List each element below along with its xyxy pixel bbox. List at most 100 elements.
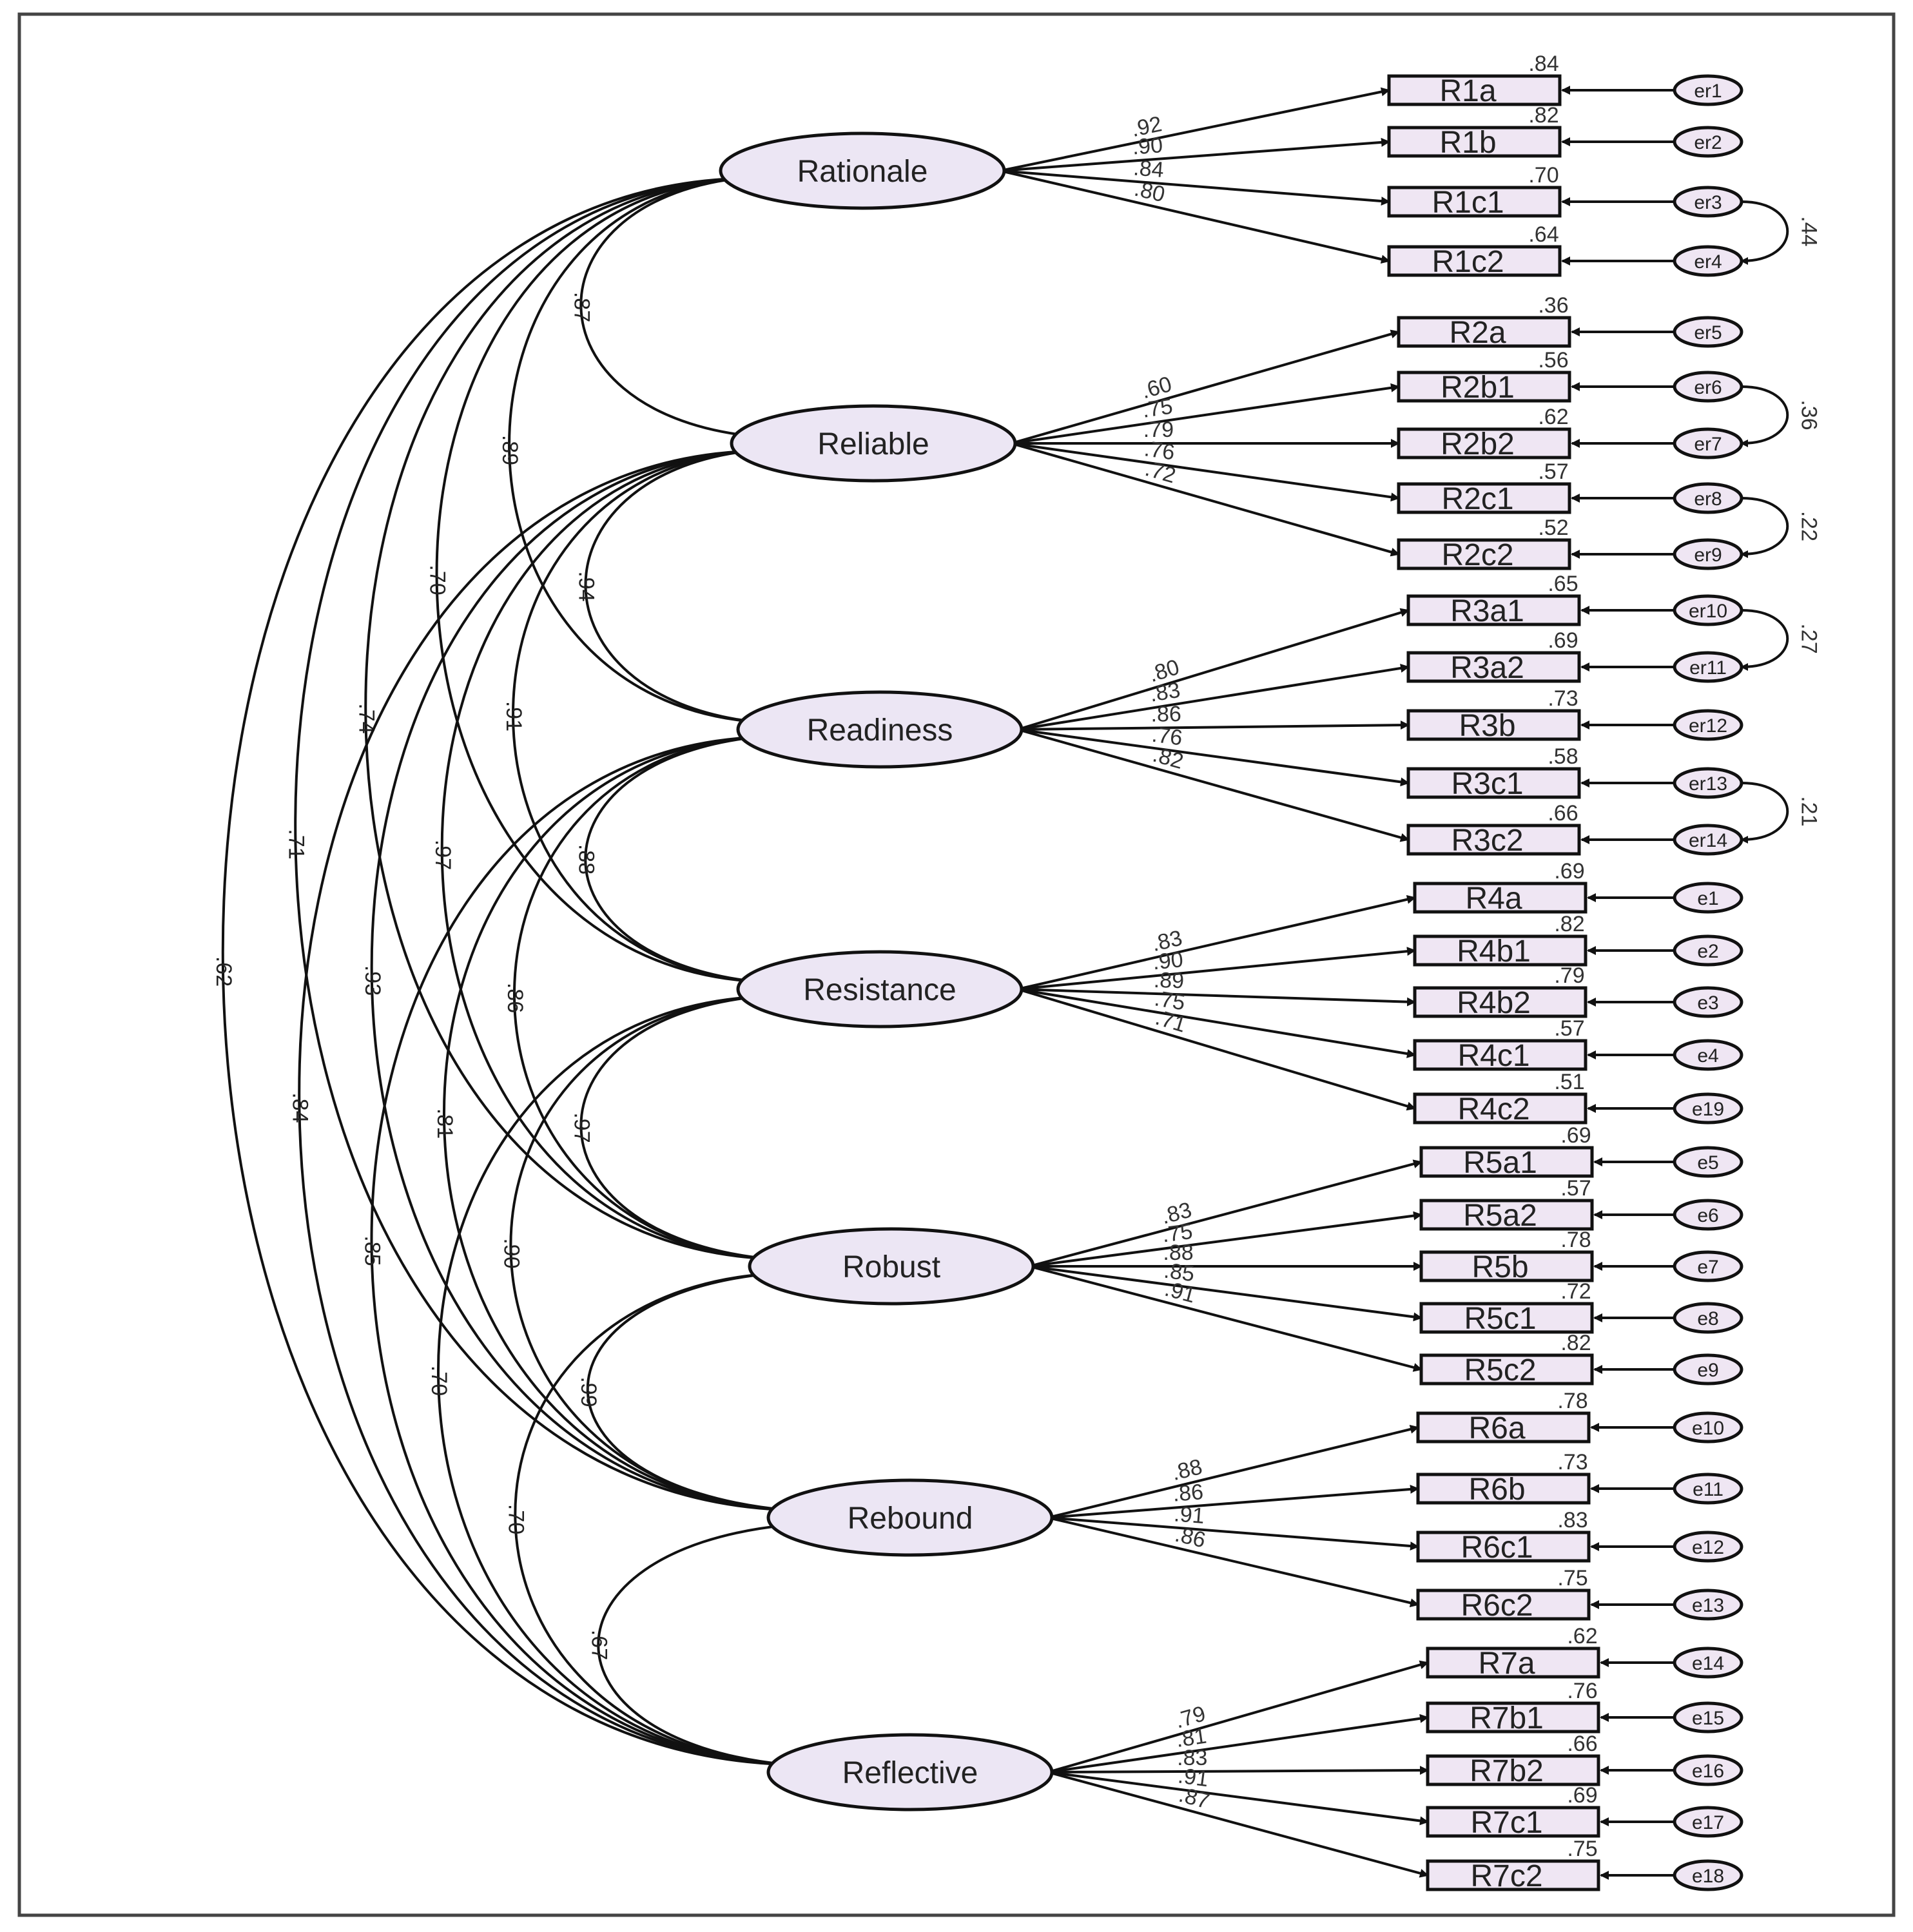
error-covariance-value: .27 [1796, 623, 1821, 653]
correlation-arc [294, 173, 786, 1514]
loading-arrow [1047, 1766, 1429, 1775]
error-term [1673, 74, 1743, 106]
loading-arrow [1000, 169, 1390, 206]
indicator-box [1419, 1353, 1594, 1386]
error-term [1673, 1092, 1743, 1125]
error-label: e4 [1697, 1045, 1718, 1067]
r-squared-value: .66 [1567, 1732, 1597, 1756]
correlation-value: .97 [570, 1112, 594, 1143]
indicator-label: R2b2 [1441, 427, 1515, 461]
correlation-arc [584, 731, 762, 985]
nodes-layer: R1a.84er1R1b.82er2R1c1.70er3R1c2.64er4R2… [719, 52, 1743, 1893]
correlation-value: .97 [431, 840, 455, 870]
error-term [1673, 709, 1743, 741]
loading-value: .88 [1163, 1241, 1193, 1265]
loading-value: .91 [1173, 1502, 1205, 1529]
error-label: e12 [1692, 1537, 1724, 1558]
loading-arrow [1047, 1484, 1419, 1519]
r-squared-value: .66 [1548, 801, 1578, 826]
r-squared-value: .58 [1548, 744, 1578, 769]
correlation-arc [584, 445, 756, 726]
loading-arrow [1017, 728, 1410, 842]
error-label: er11 [1689, 657, 1727, 679]
error-label: e17 [1692, 1812, 1724, 1833]
indicator-label: R5a1 [1463, 1146, 1537, 1180]
r-squared-value: .57 [1538, 459, 1568, 484]
r-squared-value: .75 [1557, 1566, 1588, 1590]
indicator-box [1387, 74, 1562, 106]
latent-label: Robust [842, 1250, 940, 1284]
indicator-box [1416, 1411, 1591, 1444]
indicator-box [1397, 482, 1571, 514]
error-label: er13 [1689, 773, 1727, 795]
error-term [1673, 1411, 1743, 1444]
indicator-box [1413, 934, 1588, 967]
loading-arrow [1017, 947, 1416, 990]
r-squared-value: .76 [1567, 1679, 1597, 1703]
correlation-arc [443, 732, 786, 1514]
indicator-box [1413, 1039, 1588, 1071]
indicator-label: R7a [1478, 1647, 1535, 1681]
indicator-box [1419, 1302, 1594, 1334]
indicator-box [1387, 245, 1562, 277]
indicator-label: R6c2 [1461, 1589, 1533, 1623]
loading-arrow [1017, 663, 1410, 731]
r-squared-value: .57 [1560, 1176, 1591, 1201]
indicator-label: R1c2 [1432, 245, 1504, 279]
indicator-label: R3a1 [1450, 594, 1524, 628]
r-squared-value: .70 [1528, 163, 1559, 188]
correlation-value: .88 [574, 844, 598, 874]
indicator-label: R2c2 [1441, 538, 1513, 572]
loading-value: .76 [1151, 722, 1184, 751]
loading-arrow [1017, 608, 1410, 731]
loading-arrow [1047, 1771, 1429, 1878]
error-term [1673, 1647, 1743, 1679]
error-label: e13 [1692, 1595, 1724, 1616]
error-label: e7 [1697, 1257, 1718, 1278]
error-label: e1 [1697, 888, 1718, 909]
error-covariance-arc [1734, 382, 1789, 447]
error-term [1673, 1701, 1743, 1734]
loading-value: .86 [1172, 1480, 1204, 1507]
error-term [1673, 371, 1743, 403]
r-squared-value: .73 [1557, 1450, 1588, 1474]
loading-arrow [1029, 1211, 1423, 1268]
indicator-label: R6b [1468, 1473, 1525, 1507]
correlation-value: .84 [287, 1092, 312, 1123]
error-label: er10 [1689, 601, 1727, 622]
r-squared-value: .65 [1548, 572, 1578, 596]
indicator-label: R4b2 [1457, 986, 1531, 1020]
indicator-label: R4c2 [1457, 1092, 1529, 1126]
latent-label: Reliable [817, 427, 929, 461]
error-term [1673, 934, 1743, 967]
error-label: er1 [1694, 81, 1722, 102]
error-label: er2 [1694, 132, 1722, 153]
error-label: er5 [1694, 322, 1722, 343]
r-squared-value: .75 [1567, 1837, 1597, 1861]
correlation-value: .90 [500, 1238, 524, 1268]
r-squared-value: .69 [1567, 1783, 1597, 1808]
indicator-box [1406, 767, 1581, 799]
loading-arrow [1017, 720, 1410, 731]
loading-arrow [1047, 1516, 1419, 1608]
indicator-box [1426, 1701, 1600, 1734]
loading-arrow [1000, 87, 1390, 172]
correlation-arc [508, 173, 755, 726]
latent-label: Rationale [797, 155, 928, 189]
latent-label: Reflective [842, 1756, 978, 1790]
correlation-value: .62 [211, 956, 236, 987]
error-label: e6 [1697, 1205, 1718, 1226]
indicator-label: R4b1 [1457, 934, 1531, 969]
loading-value: .84 [1132, 155, 1165, 182]
indicator-label: R7b1 [1470, 1701, 1544, 1735]
indicator-label: R6a [1468, 1411, 1525, 1445]
correlation-arc [579, 173, 749, 440]
error-label: e10 [1692, 1418, 1724, 1439]
error-term [1673, 1806, 1743, 1838]
correlation-value: .71 [284, 829, 309, 859]
correlation-arc [512, 446, 756, 985]
latent-reliable [730, 404, 1017, 483]
error-label: e19 [1692, 1099, 1724, 1120]
indicator-label: R4c1 [1457, 1039, 1529, 1073]
indicator-box [1406, 824, 1581, 856]
